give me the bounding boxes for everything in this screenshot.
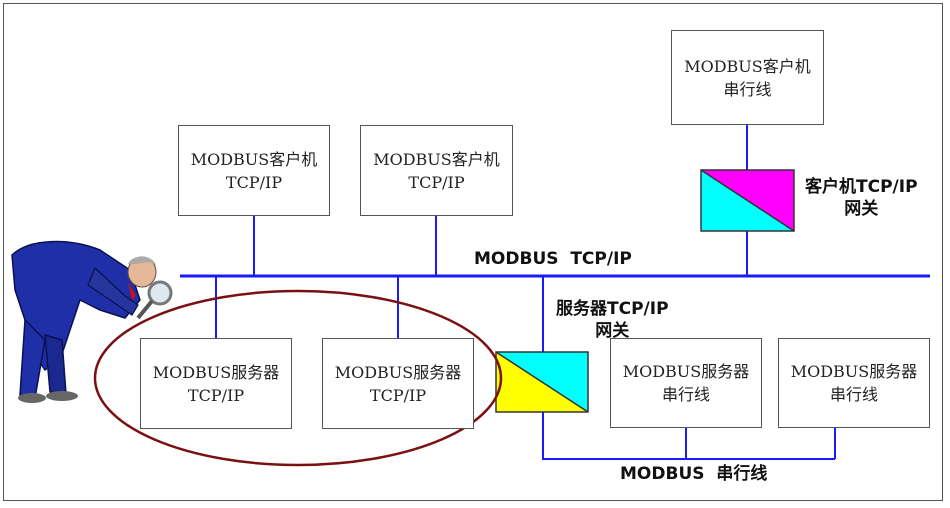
client-tcp-1-line1: MODBUS客户机 xyxy=(190,149,318,169)
client-serial-line1: MODBUS客户机 xyxy=(684,56,811,76)
client-tcp-1-line2: TCP/IP xyxy=(225,172,283,192)
client-tcp-box-2: MODBUS客户机 TCP/IP xyxy=(360,125,513,216)
server-tcp-2-line1: MODBUS服务器 xyxy=(334,362,462,382)
server-gateway-label-line1: 服务器TCP/IP xyxy=(556,299,669,319)
client-gateway-label-line2: 网关 xyxy=(844,199,879,219)
client-serial-line2: 串行线 xyxy=(723,79,772,99)
client-gateway-label-line1: 客户机TCP/IP xyxy=(805,177,918,197)
server-serial-box-1: MODBUS服务器 串行线 xyxy=(610,338,762,428)
client-tcp-2-line1: MODBUS客户机 xyxy=(373,149,500,169)
server-serial-1-line1: MODBUS服务器 xyxy=(622,362,750,381)
serial-bus-line xyxy=(542,412,835,460)
server-gateway-box xyxy=(495,351,589,413)
server-tcp-box-1: MODBUS服务器 TCP/IP xyxy=(140,338,292,429)
client-gateway-label: 客户机TCP/IP 网关 xyxy=(805,176,918,220)
highlight-ellipse xyxy=(93,289,503,467)
server-tcp-1-line2: TCP/IP xyxy=(187,385,245,405)
diagram-frame xyxy=(3,3,943,501)
client-tcp-box-1: MODBUS客户机 TCP/IP xyxy=(178,125,330,216)
server-serial-2-line2: 串行线 xyxy=(829,385,878,404)
server-tcp-2-line2: TCP/IP xyxy=(369,385,427,405)
client-tcp-2-line2: TCP/IP xyxy=(408,172,465,192)
client-serial-box: MODBUS客户机 串行线 xyxy=(671,30,824,125)
server-serial-2-line1: MODBUS服务器 xyxy=(790,362,918,381)
server-tcp-box-2: MODBUS服务器 TCP/IP xyxy=(322,338,474,429)
server-serial-box-2: MODBUS服务器 串行线 xyxy=(778,338,930,428)
tcp-bus-label: MODBUS TCP/IP xyxy=(474,249,632,269)
server-gateway-label-line2: 网关 xyxy=(595,321,630,341)
server-gateway-label: 服务器TCP/IP 网关 xyxy=(556,298,669,342)
serial-bus-label: MODBUS 串行线 xyxy=(620,464,768,484)
server-tcp-1-line1: MODBUS服务器 xyxy=(152,362,280,382)
inspector-figure-icon xyxy=(11,240,173,403)
client-gateway-box xyxy=(700,169,795,232)
server-serial-1-line2: 串行线 xyxy=(661,385,710,404)
